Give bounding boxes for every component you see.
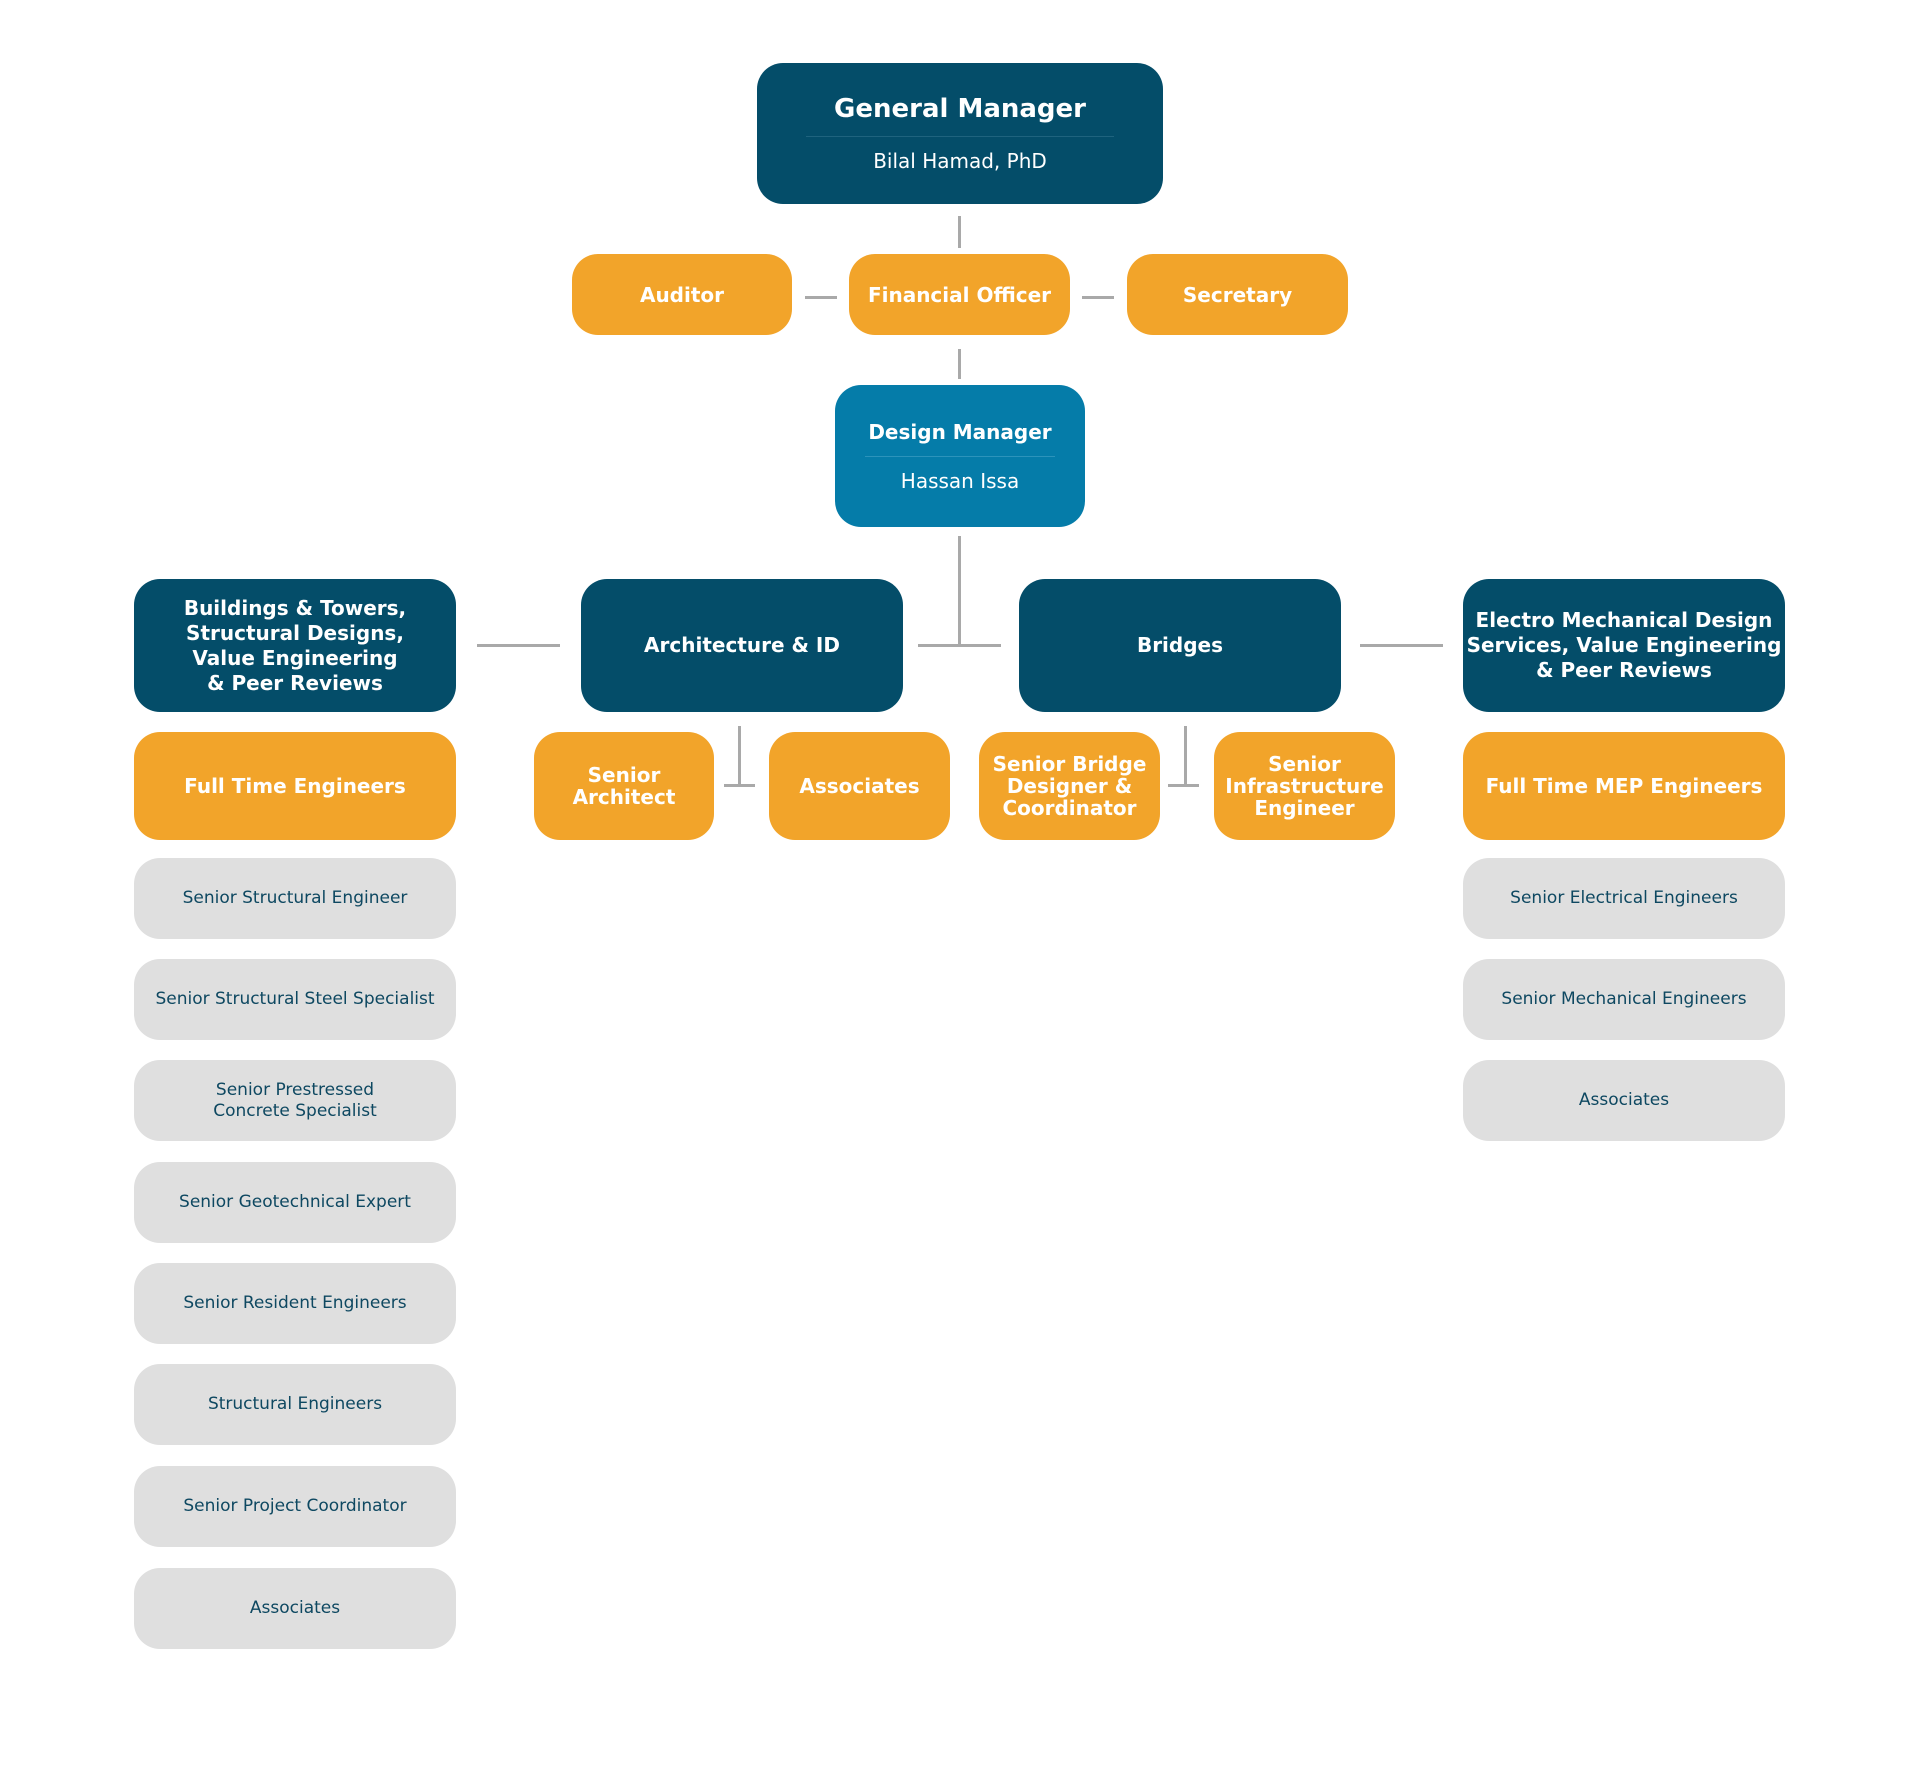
senior-infrastructure-engineer-label: Senior Infrastructure Engineer — [1225, 752, 1384, 820]
structural-role-box: Senior Geotechnical Expert — [134, 1162, 456, 1243]
department-electro-box: Electro Mechanical Design Services, Valu… — [1463, 579, 1785, 712]
structural-role-label: Senior Project Coordinator — [183, 1496, 407, 1516]
structural-role-box: Senior Project Coordinator — [134, 1466, 456, 1547]
full-time-engineers-box: Full Time Engineers — [134, 732, 456, 840]
structural-role-label: Senior Prestressed Concrete Specialist — [213, 1079, 377, 1121]
auditor-box: Auditor — [572, 254, 792, 335]
secretary-box: Secretary — [1127, 254, 1348, 335]
auditor-label: Auditor — [639, 282, 725, 307]
senior-bridge-designer-box: Senior Bridge Designer & Coordinator — [979, 732, 1160, 840]
connector-auditor-financial — [805, 296, 837, 299]
structural-role-box: Senior Resident Engineers — [134, 1263, 456, 1344]
connector-bridges-electro — [1360, 644, 1443, 647]
connector-bridges-down — [1184, 726, 1187, 786]
mep-role-box: Senior Mechanical Engineers — [1463, 959, 1785, 1040]
full-time-mep-engineers-label: Full Time MEP Engineers — [1485, 774, 1763, 798]
department-buildings-label: Buildings & Towers, Structural Designs, … — [183, 595, 407, 695]
structural-role-box: Senior Structural Steel Specialist — [134, 959, 456, 1040]
structural-role-label: Senior Geotechnical Expert — [179, 1192, 411, 1212]
full-time-mep-engineers-box: Full Time MEP Engineers — [1463, 732, 1785, 840]
design-manager-divider — [865, 455, 1055, 457]
financial-officer-label: Financial Officer — [867, 282, 1052, 307]
senior-infrastructure-engineer-box: Senior Infrastructure Engineer — [1214, 732, 1395, 840]
structural-role-box: Senior Structural Engineer — [134, 858, 456, 939]
connector-financial-secretary — [1082, 296, 1114, 299]
structural-role-box: Structural Engineers — [134, 1364, 456, 1445]
connector-architect-associates — [724, 784, 755, 787]
senior-architect-box: Senior Architect — [534, 732, 714, 840]
department-electro-label: Electro Mechanical Design Services, Valu… — [1466, 608, 1782, 682]
mep-role-label: Senior Mechanical Engineers — [1501, 989, 1747, 1009]
connector-bridge-infra — [1168, 784, 1199, 787]
department-buildings-box: Buildings & Towers, Structural Designs, … — [134, 579, 456, 712]
architecture-associates-label: Associates — [799, 774, 920, 798]
structural-role-label: Senior Resident Engineers — [183, 1293, 407, 1313]
structural-role-box: Senior Prestressed Concrete Specialist — [134, 1060, 456, 1141]
structural-role-label: Senior Structural Steel Specialist — [155, 989, 435, 1009]
senior-bridge-designer-label: Senior Bridge Designer & Coordinator — [992, 752, 1147, 820]
financial-officer-box: Financial Officer — [849, 254, 1070, 335]
mep-role-label: Senior Electrical Engineers — [1510, 888, 1738, 908]
structural-role-label: Associates — [249, 1598, 341, 1618]
connector-gm-to-staff — [958, 216, 961, 248]
design-manager-title: Design Manager — [868, 419, 1052, 444]
mep-role-label: Associates — [1578, 1090, 1670, 1110]
design-manager-name: Hassan Issa — [900, 468, 1020, 493]
department-bridges-label: Bridges — [1136, 633, 1224, 657]
structural-role-label: Structural Engineers — [207, 1394, 383, 1414]
connector-architecture-bridges — [918, 644, 1001, 647]
structural-role-box: Associates — [134, 1568, 456, 1649]
architecture-associates-box: Associates — [769, 732, 950, 840]
structural-role-label: Senior Structural Engineer — [182, 888, 408, 908]
department-architecture-label: Architecture & ID — [644, 633, 840, 657]
connector-design-manager-to-departments — [958, 536, 961, 646]
mep-role-box: Senior Electrical Engineers — [1463, 858, 1785, 939]
general-manager-title: General Manager — [834, 94, 1086, 124]
secretary-label: Secretary — [1182, 282, 1293, 307]
design-manager-box: Design Manager Hassan Issa — [835, 385, 1085, 527]
general-manager-box: General Manager Bilal Hamad, PhD — [757, 63, 1163, 204]
general-manager-name: Bilal Hamad, PhD — [873, 149, 1047, 173]
connector-staff-to-design-manager — [958, 349, 961, 379]
connector-architecture-down — [738, 726, 741, 786]
general-manager-divider — [805, 136, 1115, 137]
department-bridges-box: Bridges — [1019, 579, 1341, 712]
full-time-engineers-label: Full Time Engineers — [184, 774, 406, 798]
connector-buildings-architecture — [477, 644, 560, 647]
mep-role-box: Associates — [1463, 1060, 1785, 1141]
senior-architect-label: Senior Architect — [572, 763, 676, 809]
department-architecture-box: Architecture & ID — [581, 579, 903, 712]
